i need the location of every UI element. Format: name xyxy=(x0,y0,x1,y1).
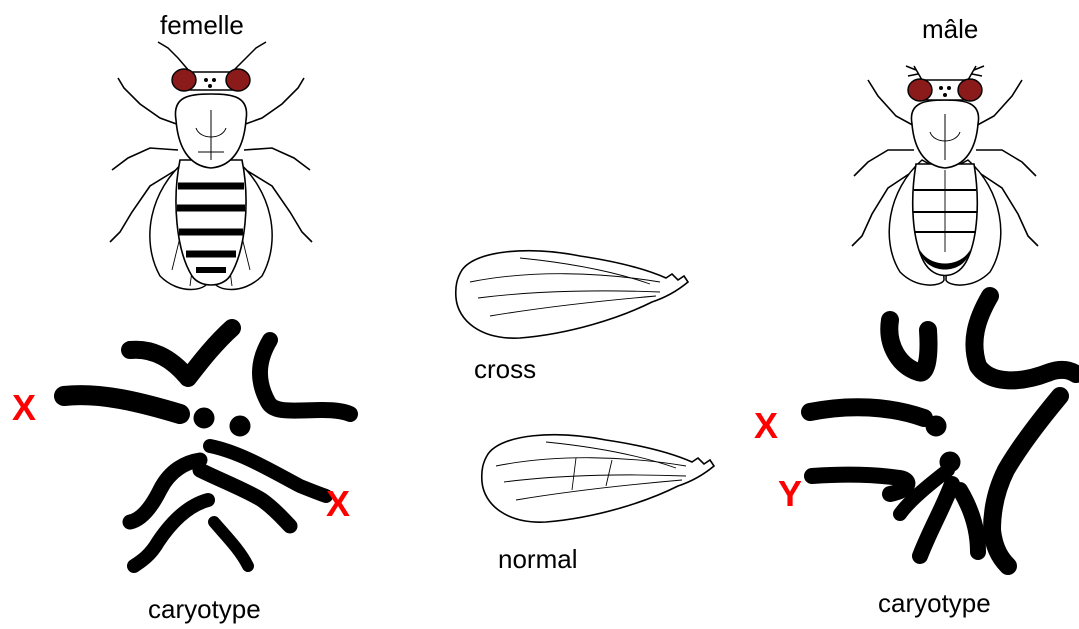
female-title: femelle xyxy=(160,12,244,38)
male-title: mâle xyxy=(922,16,978,42)
female-fly-illustration xyxy=(110,42,312,290)
female-x-chromosome-label-left: X xyxy=(12,390,36,426)
female-karyotype-chromosomes xyxy=(64,328,350,566)
male-karyotype-chromosomes xyxy=(810,296,1076,566)
male-fly-illustration xyxy=(852,66,1038,285)
female-karyotype-caption: caryotype xyxy=(148,596,261,622)
crossveinless-wing-illustration xyxy=(456,251,688,338)
normal-wing-label: normal xyxy=(498,546,577,572)
male-karyotype-caption: caryotype xyxy=(878,590,991,616)
male-y-chromosome-label: Y xyxy=(778,476,802,512)
normal-wing-illustration xyxy=(482,435,714,522)
female-x-chromosome-label-right: X xyxy=(326,486,350,522)
cross-wing-label: cross xyxy=(474,356,536,382)
male-x-chromosome-label: X xyxy=(754,408,778,444)
